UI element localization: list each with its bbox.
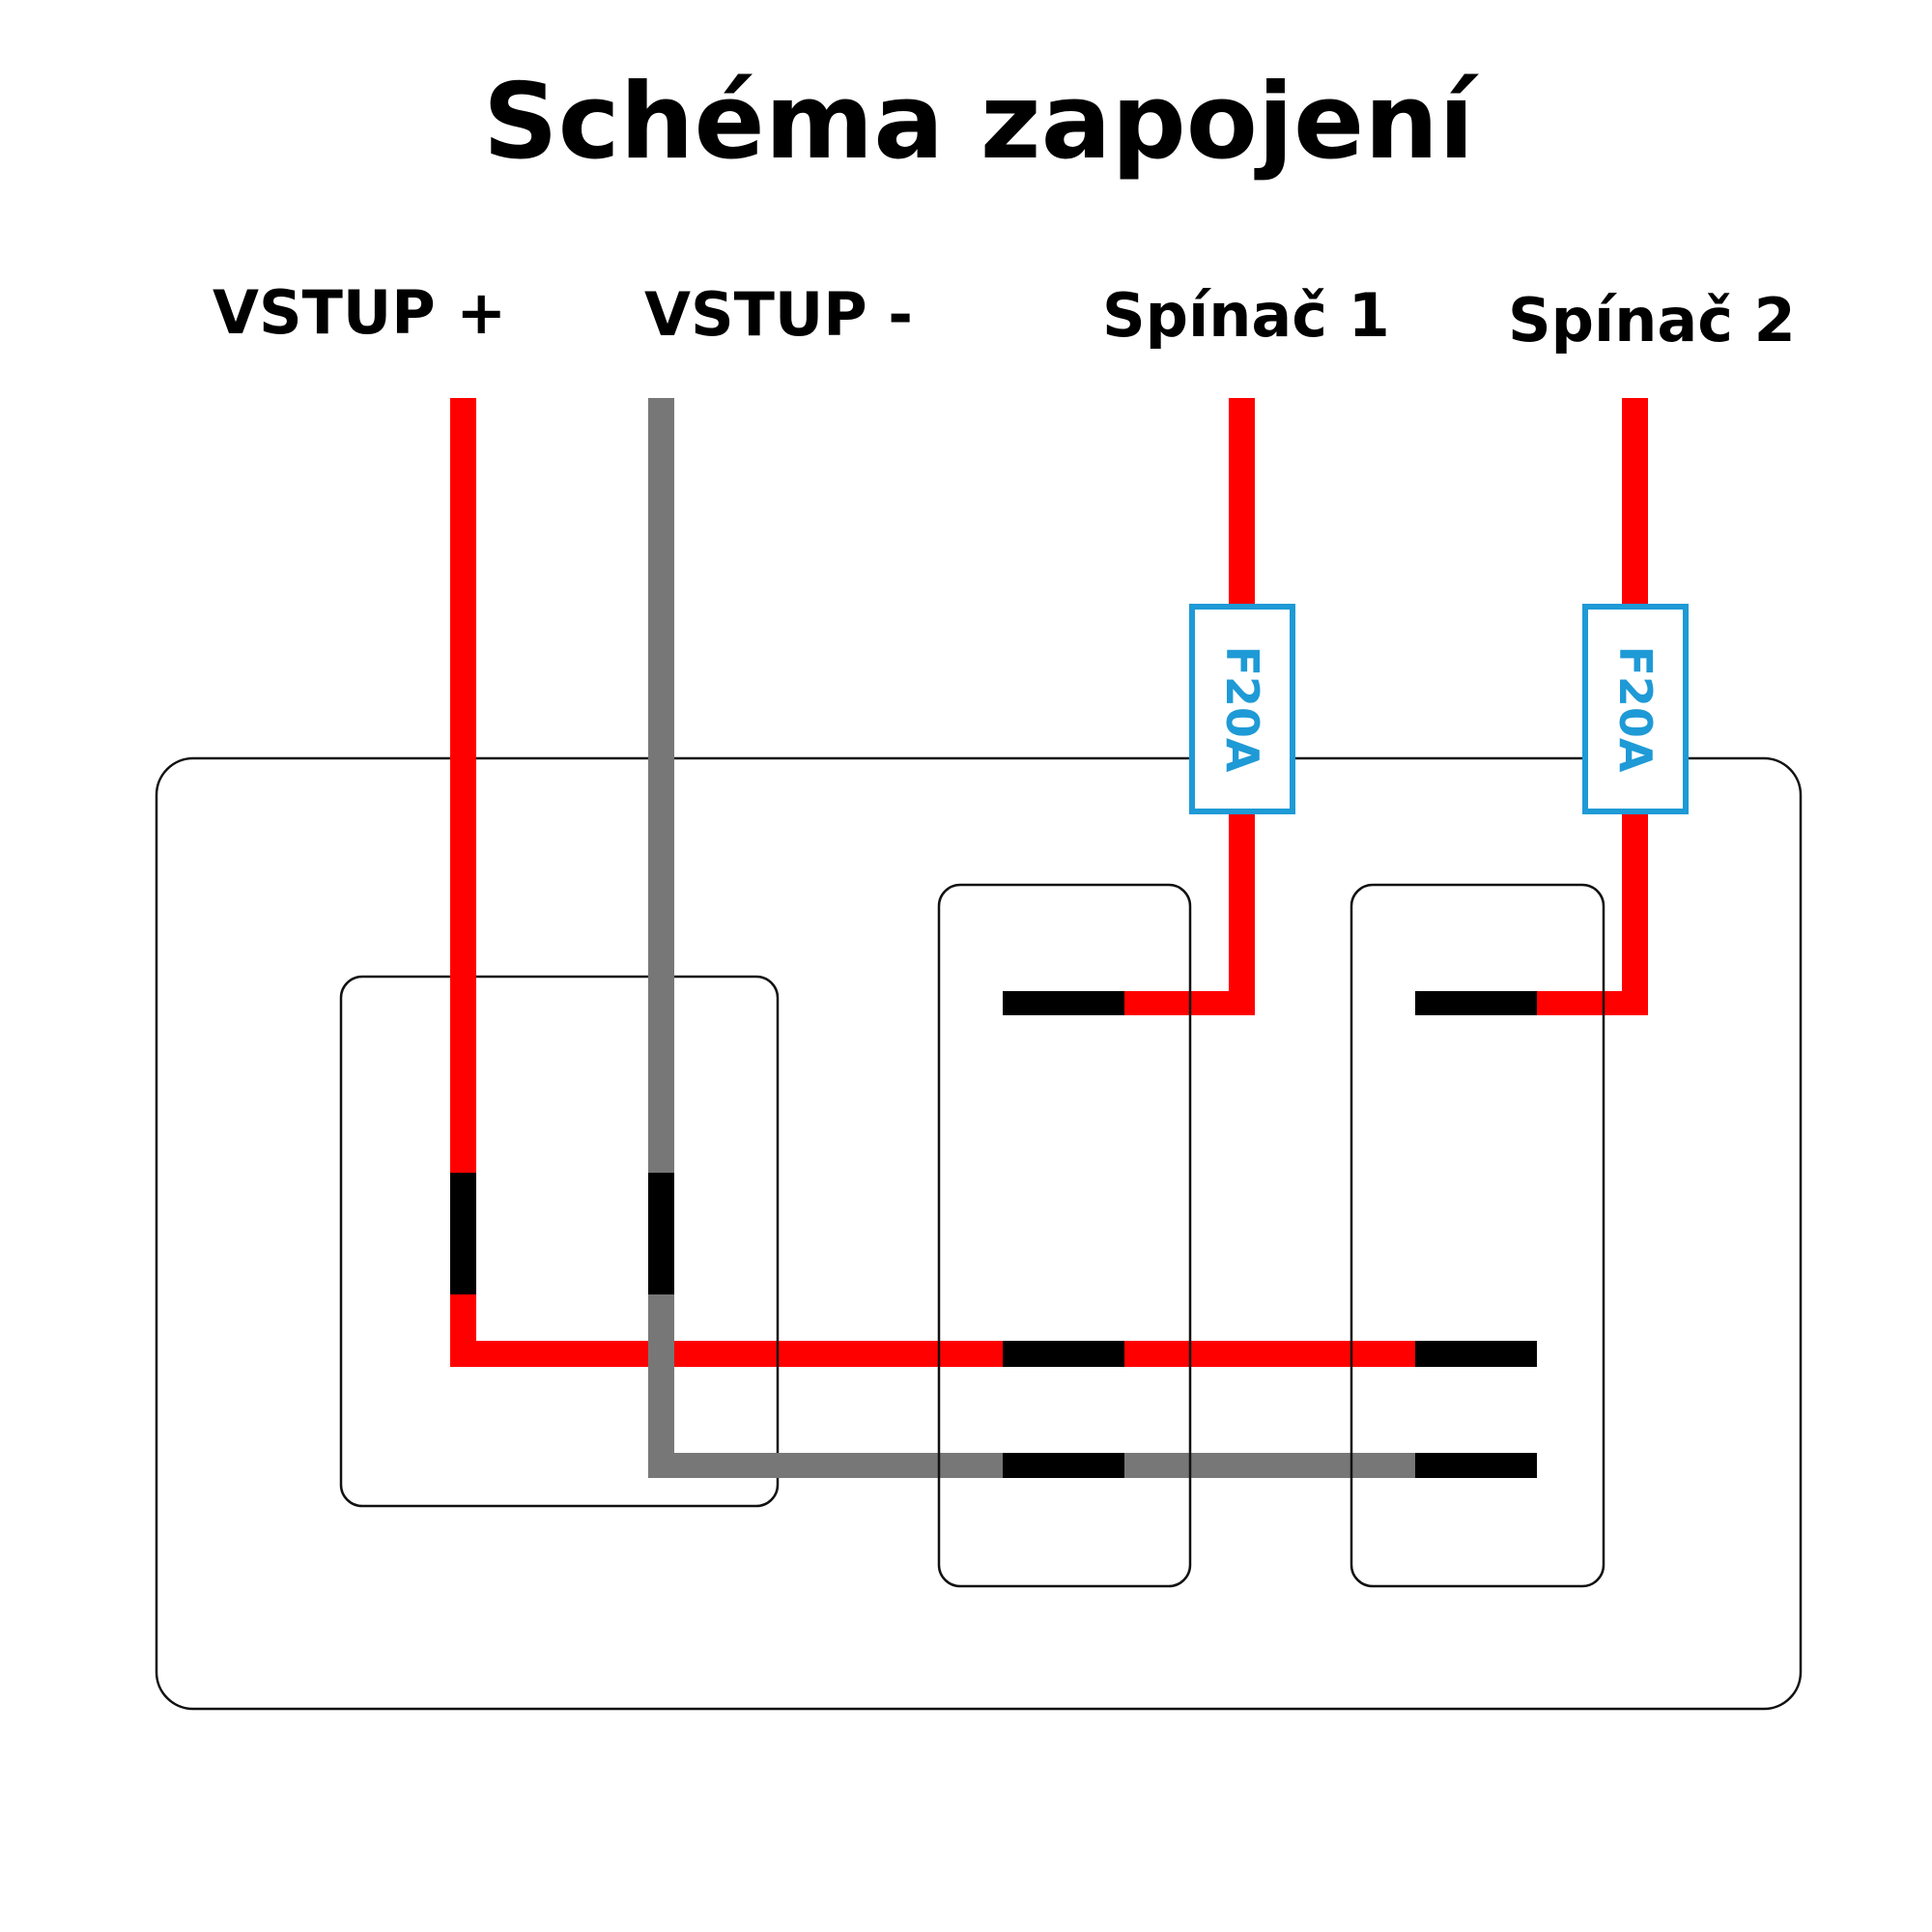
switch-2-module bbox=[1350, 883, 1605, 1588]
negative-wire-overlay-bottom bbox=[753, 1453, 792, 1478]
fuse-1-body bbox=[1189, 604, 1295, 814]
negative-wire-overlay bbox=[648, 744, 674, 782]
switch-1-positive-terminal bbox=[1003, 1341, 1124, 1367]
negative-input-terminal bbox=[648, 1173, 674, 1294]
positive-wire-horizontal-1 bbox=[450, 1341, 1003, 1367]
fuse-2-body bbox=[1582, 604, 1689, 814]
negative-wire-overlay-inner bbox=[648, 961, 674, 990]
switch-1-module bbox=[937, 883, 1192, 1588]
label-switch-1: Spínač 1 bbox=[1102, 280, 1390, 351]
switch-2-positive-terminal bbox=[1415, 1341, 1537, 1367]
input-positive-wire bbox=[450, 398, 1537, 1367]
switch-2-wire-lower bbox=[1622, 811, 1648, 1015]
fuse-2-label: F20A bbox=[1609, 645, 1662, 772]
positive-wire-overlay-inner bbox=[450, 961, 476, 990]
switch-1-negative-terminal bbox=[1003, 1453, 1124, 1478]
input-module bbox=[339, 975, 780, 1508]
positive-wire-vertical-top bbox=[450, 398, 476, 1173]
label-switch-2: Spínač 2 bbox=[1508, 285, 1796, 355]
label-input-negative: VSTUP - bbox=[644, 279, 913, 350]
switch-1-output-terminal bbox=[1003, 991, 1124, 1015]
switch-1-wire-lower bbox=[1229, 811, 1255, 1015]
negative-wire-horizontal-2 bbox=[1124, 1453, 1415, 1478]
switch-1-wire-top bbox=[1229, 398, 1255, 607]
diagram-title: Schéma zapojení bbox=[483, 62, 1479, 183]
fuse-1: F20A bbox=[1189, 604, 1295, 814]
label-input-positive: VSTUP + bbox=[213, 277, 506, 348]
fuse-2: F20A bbox=[1582, 604, 1689, 814]
negative-wire-vertical-bottom bbox=[648, 1294, 674, 1478]
negative-wire-horizontal-1 bbox=[648, 1453, 1003, 1478]
switch-2-output-wire bbox=[1415, 398, 1648, 1015]
switch-2-wire-top bbox=[1622, 398, 1648, 607]
input-negative-wire bbox=[648, 398, 674, 1294]
fuse-1-label: F20A bbox=[1216, 645, 1268, 772]
main-enclosure bbox=[155, 756, 1803, 1711]
switch-2-wire-horizontal bbox=[1537, 991, 1648, 1015]
positive-wire-overlay bbox=[450, 744, 476, 782]
switch-2-output-terminal bbox=[1415, 991, 1537, 1015]
positive-wire-horizontal-2 bbox=[1124, 1341, 1415, 1367]
input-negative-wire-lower bbox=[648, 1294, 1537, 1478]
positive-input-terminal bbox=[450, 1173, 476, 1294]
negative-wire-vertical-top bbox=[648, 398, 674, 1173]
switch-2-negative-terminal bbox=[1415, 1453, 1537, 1478]
